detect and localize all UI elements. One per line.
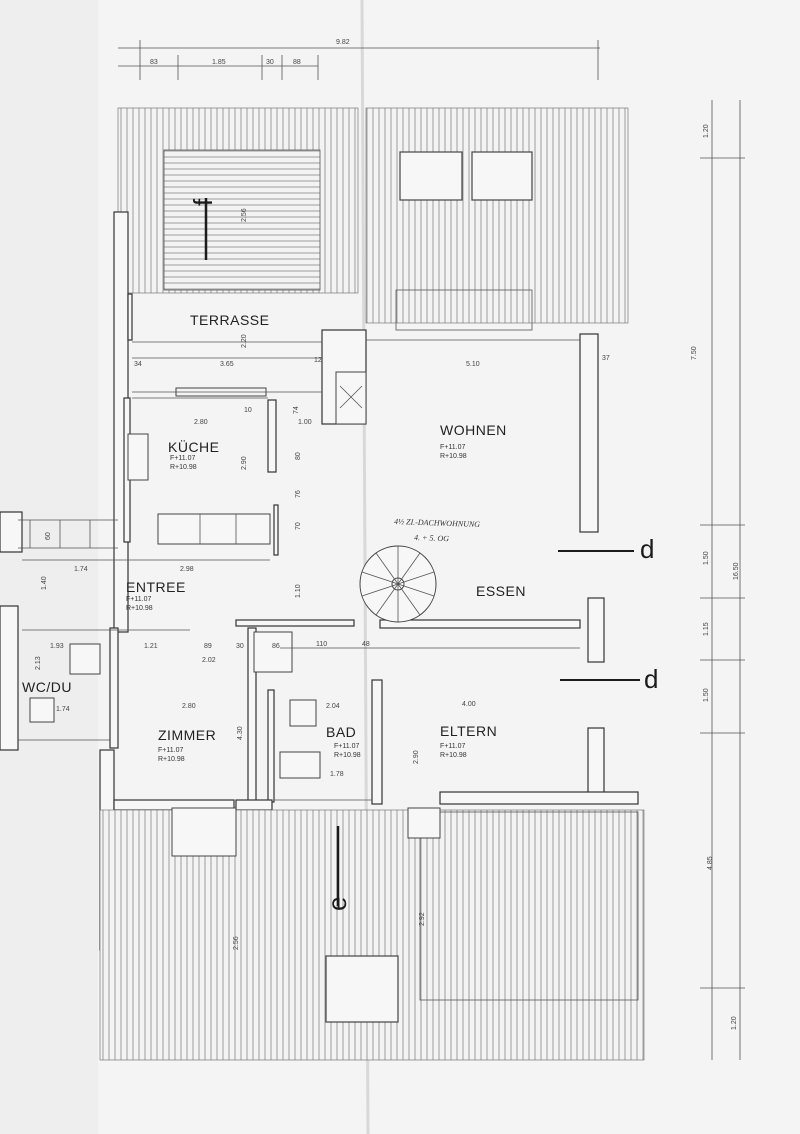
dim-zimmer-h: 4.30 xyxy=(237,726,244,740)
dim-v-110: 1.10 xyxy=(295,584,302,598)
dim-top-a: 83 xyxy=(150,59,158,66)
dim-bad-w: 2.04 xyxy=(326,703,340,710)
dim-top-d: 88 xyxy=(293,59,301,66)
room-kueche: KÜCHE xyxy=(168,438,220,455)
dim-right-6: 4.85 xyxy=(707,856,714,870)
walls xyxy=(0,211,639,951)
dim-right-4: 1.15 xyxy=(703,622,710,636)
dim-terrace-h: 2.56 xyxy=(241,208,248,222)
dim-zimmer-a: 1.21 xyxy=(144,643,158,650)
dim-v-48: 48 xyxy=(362,641,370,648)
skylight-1 xyxy=(399,151,463,201)
dim-top-c: 30 xyxy=(266,59,274,66)
room-wohnen: WOHNEN xyxy=(440,422,507,438)
dim-v-10: 10 xyxy=(244,407,252,414)
dim-wohnen-w: 5.10 xyxy=(466,361,480,368)
dim-entree-l: 1.74 xyxy=(74,566,88,573)
bay-left xyxy=(171,807,237,857)
dim-eltern-h: 2.90 xyxy=(413,750,420,764)
entree-level-r: R+10.98 xyxy=(126,605,153,612)
room-entree: ENTREE xyxy=(126,579,186,595)
dim-v-86: 86 xyxy=(272,643,280,650)
room-wc: WC/DU xyxy=(22,679,72,695)
interior-dimensions: 2.56 2.20 3.65 34 5.10 37 2.80 2.90 2.98… xyxy=(35,208,610,950)
roof-top-right xyxy=(365,107,629,324)
roof-bottom-inner xyxy=(419,811,639,1001)
room-eltern: ELTERN xyxy=(440,723,497,739)
dim-bad-b: 1.78 xyxy=(330,771,344,778)
dim-terrace-h2: 2.20 xyxy=(241,334,248,348)
level-tags: F+11.07 R+10.98 F+11.07 R+10.98 F+11.07 … xyxy=(126,444,467,763)
interior-lines xyxy=(18,289,580,801)
terrace-roof-band xyxy=(163,149,321,291)
dim-wc-w: 1.93 xyxy=(50,643,64,650)
dim-v-30: 30 xyxy=(236,643,244,650)
dim-v-76: 76 xyxy=(295,490,302,498)
dim-terrace-w: 3.65 xyxy=(220,361,234,368)
dim-bottom-h: 2.56 xyxy=(233,936,240,950)
section-f: f xyxy=(188,198,218,206)
section-d-upper: d xyxy=(640,534,654,564)
room-zimmer: ZIMMER xyxy=(158,727,216,743)
dim-v-140: 1.40 xyxy=(41,576,48,590)
dim-kueche-w: 2.80 xyxy=(194,419,208,426)
eltern-level-r: R+10.98 xyxy=(440,752,467,759)
dim-v-100: 1.00 xyxy=(298,419,312,426)
dim-right-total: 16.50 xyxy=(733,562,740,580)
room-essen: ESSEN xyxy=(476,583,526,599)
dim-kueche-h: 2.90 xyxy=(241,456,248,470)
bay-right xyxy=(407,807,441,839)
dim-v-213: 2.13 xyxy=(35,656,42,670)
dim-v-70: 70 xyxy=(295,522,302,530)
top-dimension-chain: 9.82 83 1.85 30 88 xyxy=(118,39,600,80)
spiral-staircase xyxy=(359,545,437,623)
dim-right-2: 7.50 xyxy=(691,346,698,360)
dim-hall-w: 110 xyxy=(316,641,327,648)
kueche-level-r: R+10.98 xyxy=(170,464,197,471)
kueche-level-f: F+11.07 xyxy=(170,455,195,462)
room-bad: BAD xyxy=(326,724,356,740)
dim-right-1: 1.20 xyxy=(703,124,710,138)
dim-zimmer-b: 89 xyxy=(204,643,212,650)
dim-top-b: 1.85 xyxy=(212,59,226,66)
dim-wc-h: 1.74 xyxy=(56,706,70,713)
section-markers: d d e f xyxy=(188,198,658,911)
wohnen-level-f: F+11.07 xyxy=(440,444,465,451)
dim-top-total: 9.82 xyxy=(336,39,350,46)
dim-terrace-left: 34 xyxy=(134,361,142,368)
bad-level-r: R+10.98 xyxy=(334,752,361,759)
apartment-note-line1: 4½ ZI.-DACHWOHNUNG xyxy=(394,517,480,529)
dim-zimmer-w: 2.80 xyxy=(182,703,196,710)
dim-v-74: 74 xyxy=(293,406,300,414)
zimmer-level-r: R+10.98 xyxy=(158,756,185,763)
dim-v-12: 12 xyxy=(314,357,322,364)
dim-wohnen-right: 37 xyxy=(602,355,610,362)
section-d-lower: d xyxy=(644,664,658,694)
dim-right-7: 1.20 xyxy=(731,1016,738,1030)
dim-zimmer-c: 2.02 xyxy=(202,657,216,664)
bad-level-f: F+11.07 xyxy=(334,743,359,750)
dim-right-3: 1.50 xyxy=(703,551,710,565)
chimney xyxy=(325,955,399,1023)
zimmer-level-f: F+11.07 xyxy=(158,747,183,754)
room-terrasse: TERRASSE xyxy=(190,312,269,328)
dim-bottom-h2: 2.92 xyxy=(419,912,426,926)
dim-entree-w: 2.98 xyxy=(180,566,194,573)
right-dimension-chain: 1.20 7.50 1.50 1.15 1.50 4.85 1.20 16.50 xyxy=(691,100,745,1060)
wohnen-level-r: R+10.98 xyxy=(440,453,467,460)
dim-v-80: 80 xyxy=(295,452,302,460)
dim-eltern-w: 4.00 xyxy=(462,701,476,708)
apartment-note-line2: 4. + 5. OG xyxy=(414,533,449,543)
dim-v-60: 60 xyxy=(45,532,52,540)
section-e: e xyxy=(322,897,352,911)
eltern-level-f: F+11.07 xyxy=(440,743,465,750)
entree-level-f: F+11.07 xyxy=(126,596,151,603)
skylight-2 xyxy=(471,151,533,201)
dim-right-5: 1.50 xyxy=(703,688,710,702)
